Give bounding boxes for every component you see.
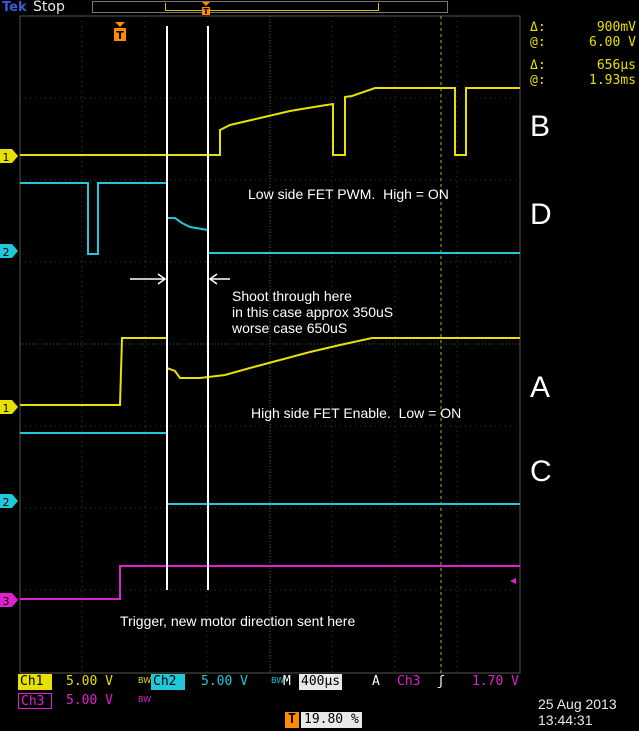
run-state-label[interactable]: Stop [33, 0, 65, 15]
svg-text:2: 2 [3, 496, 10, 508]
trigger-level[interactable]: 1.70 V [472, 674, 519, 689]
graticule-center-axes [20, 16, 520, 673]
annotation-low-side: Low side FET PWM. High = ON [248, 186, 449, 202]
delta-t-label: Δ: [530, 58, 546, 73]
annotation-high-side: High side FET Enable. Low = ON [251, 405, 462, 421]
ch2-marker-d[interactable]: 2 [0, 243, 18, 259]
svg-text:T: T [116, 29, 124, 42]
brand-logo: Tek [2, 0, 27, 15]
ch1-label[interactable]: Ch1 [18, 674, 52, 690]
at-t-value: 1.93ms [589, 73, 636, 88]
annotation-trigger: Trigger, new motor direction sent here [120, 613, 356, 629]
ch1-marker-a[interactable]: 1 [0, 399, 18, 415]
time-stamp: 13:44:31 [538, 712, 593, 728]
record-view-window [165, 3, 379, 11]
signal-letter-d: D [530, 198, 552, 231]
trigger-slope-icon[interactable]: ʃ [437, 674, 445, 689]
at-v-label: @: [530, 35, 546, 50]
signal-letter-c: C [530, 455, 552, 488]
annotation-shoot-line-2: in this case approx 350uS [232, 304, 394, 320]
trace-ch3 [20, 565, 520, 600]
signal-letter-a: A [530, 371, 551, 404]
record-length-bar [92, 1, 448, 13]
ch3-label[interactable]: Ch3 [18, 693, 52, 709]
timebase-label: M [283, 674, 291, 689]
ch3-offscreen-indicator [510, 578, 516, 584]
ch2-bandwidth-icon: BW [271, 676, 285, 685]
timebase-value[interactable]: 400µs [299, 674, 343, 690]
annotation-shoot-through: Shoot through here in this case approx 3… [232, 288, 393, 336]
annotation-shoot-line-1: Shoot through here [232, 288, 352, 304]
ch3-scale[interactable]: 5.00 V [66, 693, 113, 708]
ch2-label[interactable]: Ch2 [151, 674, 185, 690]
at-v-value: 6.00 V [589, 35, 636, 50]
trigger-position-value[interactable]: 19.80 % [301, 712, 362, 728]
trigger-position-icon[interactable]: T [113, 22, 127, 42]
svg-text:3: 3 [3, 595, 10, 607]
delta-v-label: Δ: [530, 20, 546, 35]
record-trigger-icon: T [200, 0, 212, 16]
ch3-bandwidth-icon: BW [138, 695, 152, 704]
trace-a-ch1 [20, 337, 520, 406]
svg-text:T: T [203, 7, 209, 15]
shoot-through-arrows [130, 273, 230, 285]
date-stamp: 25 Aug 2013 [538, 696, 617, 712]
annotation-shoot-line-3: worse case 650uS [232, 320, 348, 336]
trigger-channel[interactable]: Ch3 [397, 674, 421, 689]
trace-b-ch1 [20, 87, 520, 156]
delta-t-value: 656µs [596, 58, 636, 73]
ch2-marker-c[interactable]: 2 [0, 493, 18, 509]
svg-text:1: 1 [3, 151, 10, 163]
ch3-marker[interactable]: 3 [0, 592, 18, 608]
delta-v-value: 900mV [596, 20, 636, 35]
ch1-scale[interactable]: 5.00 V [66, 674, 113, 689]
ch1-marker-b[interactable]: 1 [0, 148, 18, 164]
trigger-position-marker: T [285, 712, 299, 728]
trigger-source-label: A [372, 674, 380, 689]
svg-text:2: 2 [3, 246, 10, 258]
bottom-info-bar [18, 674, 524, 691]
ch1-bandwidth-icon: BW [138, 676, 152, 685]
ch2-scale[interactable]: 5.00 V [201, 674, 248, 689]
at-t-label: @: [530, 73, 546, 88]
svg-text:1: 1 [3, 402, 10, 414]
cursor-readout-panel: Δ: 900mV @: 6.00 V Δ: 656µs @: 1.93ms [530, 20, 636, 88]
signal-letter-b: B [530, 110, 551, 143]
